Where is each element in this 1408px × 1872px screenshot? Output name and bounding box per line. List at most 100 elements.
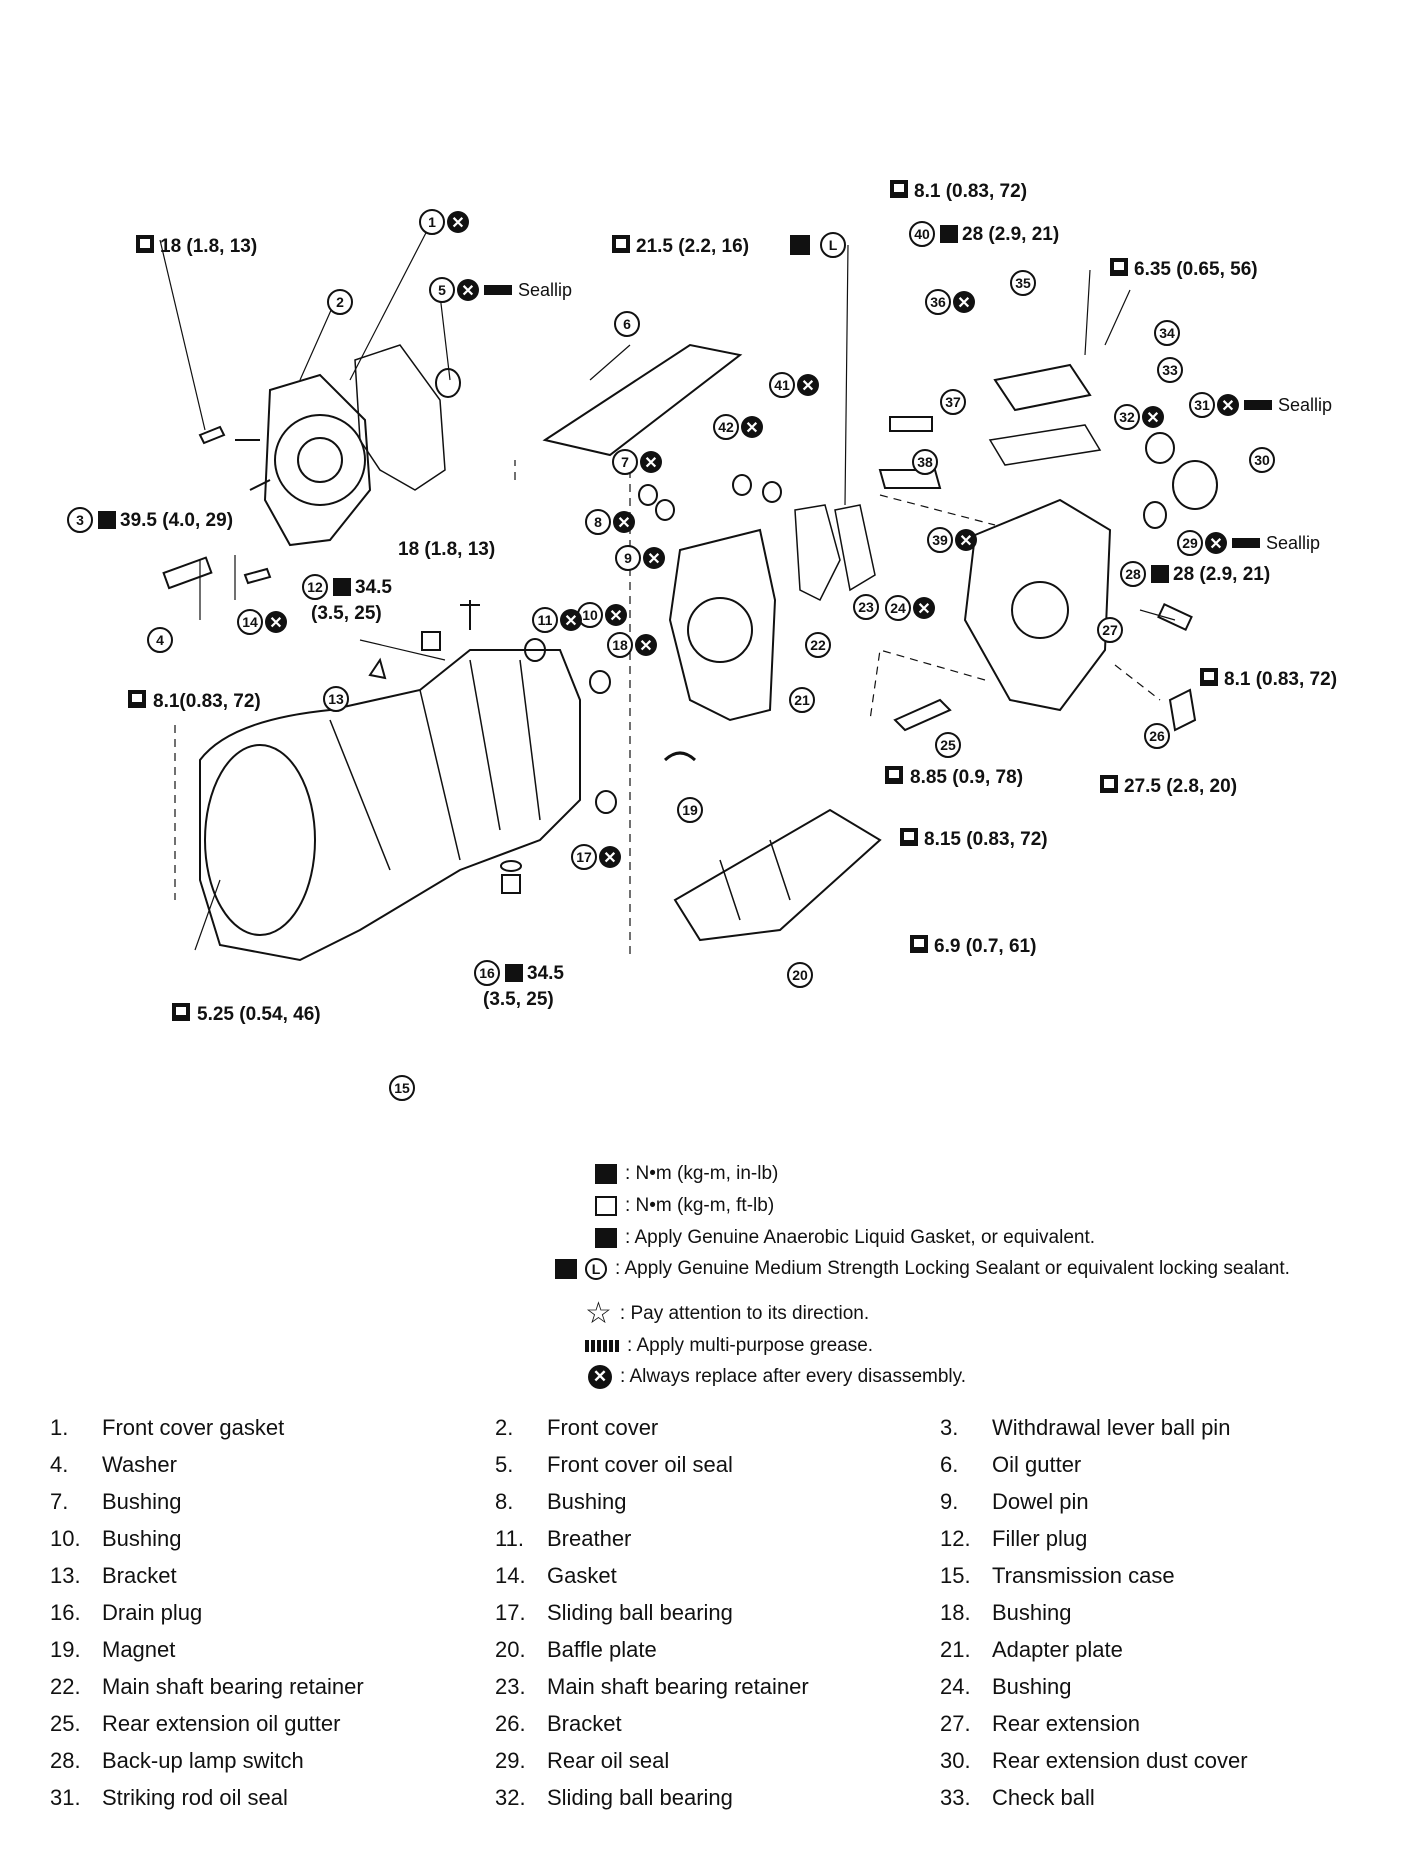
locking-sealant-icon — [555, 1259, 577, 1279]
part-number: 4. — [50, 1452, 69, 1477]
oil-gutter-shape — [542, 343, 743, 457]
callout-26: 26 — [1144, 723, 1170, 749]
parts-list-item: 13.Bracket — [50, 1563, 177, 1589]
transmission-case-shape — [199, 649, 581, 962]
torque-label-bolt18: 18 (1.8, 13) — [136, 235, 257, 257]
torque-in-lb-icon — [595, 1164, 617, 1184]
parts-list-item: 1.Front cover gasket — [50, 1415, 284, 1441]
part-name: Back-up lamp switch — [102, 1748, 304, 1773]
replace-icon — [913, 597, 935, 619]
svg-text:✕: ✕ — [617, 515, 630, 532]
part-name: Front cover gasket — [102, 1415, 285, 1440]
replace-icon — [953, 291, 975, 313]
svg-text:✕: ✕ — [1221, 398, 1234, 415]
bushing-10-shape — [524, 638, 546, 662]
torque-label-adapter: 21.5 (2.2, 16) L — [612, 232, 846, 258]
svg-text:28 (2.9, 21): 28 (2.9, 21) — [962, 224, 1059, 245]
part-name: Bushing — [547, 1489, 627, 1514]
rear-extension-shape — [963, 498, 1112, 712]
part-number: 9. — [940, 1489, 959, 1514]
legend-nm-in: : N•m (kg-m, in-lb) — [595, 1163, 778, 1185]
part-name: Drain plug — [102, 1600, 203, 1625]
callout-39: 39✕ — [927, 527, 977, 553]
dashed-lines — [174, 460, 1161, 960]
svg-text:✕: ✕ — [801, 378, 814, 395]
bushing-7-shape — [638, 484, 658, 506]
callout-40: 40 28 (2.9, 21) — [909, 221, 1059, 247]
parts-list-item: 29.Rear oil seal — [495, 1748, 669, 1774]
part-number: 20. — [495, 1637, 526, 1662]
svg-text:6.9 (0.7, 61): 6.9 (0.7, 61) — [934, 936, 1036, 957]
callout-number: 21 — [794, 692, 810, 708]
parts-list-item: 11. Breather — [495, 1526, 631, 1552]
parts-list-item: 27.Rear extension — [940, 1711, 1140, 1737]
callout-8: 8✕ — [585, 509, 635, 535]
breather-shape — [460, 600, 480, 630]
front-oil-seal-shape — [435, 368, 461, 398]
parts-list-item: 33.Check ball — [940, 1785, 1095, 1811]
torque-ft-lb-icon — [505, 964, 523, 982]
svg-text:L: L — [829, 237, 838, 253]
callout-number: 13 — [328, 691, 344, 707]
callout-number: 1 — [428, 214, 436, 230]
part-number: 14. — [495, 1563, 526, 1588]
part-name: Main shaft bearing retainer — [102, 1674, 364, 1699]
callout-number: 19 — [682, 802, 698, 818]
part-number: 5. — [495, 1452, 514, 1477]
callout-number: 26 — [1149, 728, 1165, 744]
leader-lines — [159, 224, 1176, 951]
svg-text:8.1(0.83, 72): 8.1(0.83, 72) — [153, 691, 261, 712]
svg-text:21.5 (2.2, 16): 21.5 (2.2, 16) — [636, 236, 749, 257]
callout-41: 41✕ — [769, 372, 819, 398]
replace-icon — [643, 547, 665, 569]
callout-number: 24 — [890, 600, 906, 616]
callout-34: 34 — [1154, 320, 1180, 346]
dust-cover-shape — [1172, 460, 1218, 510]
callout-number: 6 — [623, 316, 631, 332]
retainer-22-shape — [794, 504, 841, 602]
callout-14: 14✕ — [237, 609, 287, 635]
svg-text:✕: ✕ — [461, 283, 474, 300]
part-number: 3. — [940, 1415, 959, 1440]
callout-23: 23 — [853, 594, 879, 620]
part-name: Baffle plate — [547, 1637, 657, 1662]
torque-label-baffle1: 8.15 (0.83, 72) — [900, 828, 1048, 850]
part-name: Magnet — [102, 1637, 176, 1662]
callout-number: 7 — [621, 454, 629, 470]
part-name: Rear extension dust cover — [992, 1748, 1248, 1773]
svg-text:39.5 (4.0, 29): 39.5 (4.0, 29) — [120, 510, 233, 531]
grease-icon — [585, 1340, 619, 1352]
part-name: Breather — [547, 1526, 632, 1551]
component-drawings — [159, 224, 1218, 962]
callout-number: 18 — [612, 637, 628, 653]
callout-number: 5 — [438, 282, 446, 298]
parts-list-item: 17.Sliding ball bearing — [495, 1600, 733, 1626]
parts-list-item: 8.Bushing — [495, 1489, 627, 1515]
part-number: 18. — [940, 1600, 971, 1625]
callout-number: 25 — [940, 737, 956, 753]
callout-number: 31 — [1194, 397, 1210, 413]
callout-13: 13 — [323, 686, 349, 712]
front-cover-bore — [274, 414, 366, 506]
part-name: Front cover — [547, 1415, 659, 1440]
bolt-18b-shape — [243, 567, 272, 585]
part-number: 12. — [940, 1526, 971, 1551]
callout-38: 38 — [912, 449, 938, 475]
callout-number: 32 — [1119, 409, 1135, 425]
replace-icon — [1142, 406, 1164, 428]
svg-text:34.5: 34.5 — [355, 577, 392, 598]
callout-number: 40 — [914, 226, 930, 242]
replace-icon — [447, 211, 469, 233]
svg-text:34.5: 34.5 — [527, 963, 564, 984]
callout-number: 23 — [858, 599, 874, 615]
callout-number: 12 — [307, 579, 323, 595]
part-number: 11. — [495, 1526, 524, 1551]
replace-icon — [1205, 532, 1227, 554]
svg-text:✕: ✕ — [451, 215, 464, 232]
bushing-18-shape — [589, 670, 611, 694]
part-name: Bushing — [102, 1526, 182, 1551]
parts-list-item: 3. Withdrawal lever ball pin — [940, 1415, 1230, 1441]
legend-anaerobic: : Apply Genuine Anaerobic Liquid Gasket,… — [595, 1227, 1095, 1249]
part-name: Withdrawal lever ball pin — [992, 1415, 1231, 1440]
